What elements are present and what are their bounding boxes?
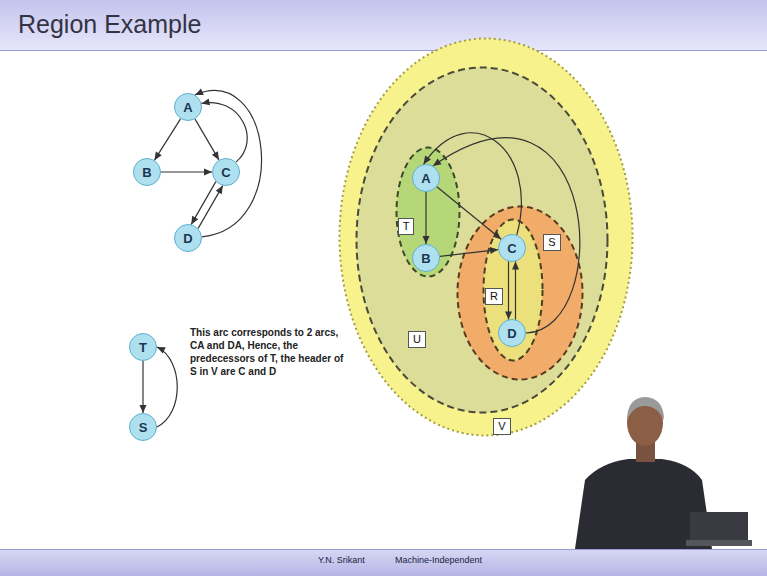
graph-node-circle: D — [174, 224, 202, 252]
graph-node-circle: T — [129, 333, 157, 361]
edge-connector — [198, 186, 223, 229]
edge-connector — [195, 89, 262, 237]
node-label: D — [183, 231, 192, 246]
edge-connector — [202, 98, 248, 162]
node-label: C — [507, 241, 516, 256]
region-tag: T — [398, 218, 415, 235]
arrowhead — [154, 152, 161, 161]
straight-line — [198, 186, 223, 229]
straight-line — [142, 361, 143, 413]
arrowhead — [202, 98, 211, 105]
graph-node-circle: B — [133, 158, 161, 186]
graph-node-circle: C — [498, 234, 526, 262]
region-shape — [458, 207, 583, 380]
graph-node-circle: A — [412, 164, 440, 192]
region-tag-holder: T — [398, 216, 415, 235]
region-tag: R — [485, 288, 503, 305]
graph-node-circle: C — [212, 158, 240, 186]
straight-line — [161, 171, 212, 172]
edge-connector — [157, 347, 177, 427]
region-tag-holder: U — [408, 329, 426, 348]
footer-author: Y.N. Srikant — [318, 555, 365, 565]
arrowhead — [204, 169, 212, 176]
region-tag-holder: R — [485, 286, 503, 305]
graph-node-circle: A — [174, 93, 202, 121]
region-shape — [340, 39, 633, 436]
arrowhead — [216, 186, 223, 195]
annotation-note: This arc corresponds to 2 arcs, CA and D… — [190, 326, 352, 378]
edge-connector — [140, 361, 147, 413]
arc-line — [202, 103, 248, 163]
region-tag-holder: V — [493, 416, 510, 435]
arc-line — [157, 347, 177, 427]
footer-bar — [0, 549, 767, 576]
node-label: A — [183, 100, 192, 115]
arc-line — [195, 91, 262, 237]
region-tag: V — [493, 418, 510, 435]
node-label: D — [507, 326, 516, 341]
graph-node-circle: S — [129, 413, 157, 441]
node-label: S — [139, 420, 148, 435]
arrowhead — [140, 405, 147, 413]
region-shape — [484, 220, 543, 361]
node-label: B — [421, 251, 430, 266]
edge-connector — [154, 119, 180, 160]
straight-line — [191, 182, 216, 225]
node-label: A — [421, 171, 430, 186]
straight-line — [195, 119, 219, 160]
straight-line — [154, 119, 180, 160]
arrowhead — [157, 347, 166, 354]
arrowhead — [212, 151, 219, 160]
graph-node-circle: D — [498, 319, 526, 347]
edge-connector — [161, 169, 212, 176]
slide-title: Region Example — [18, 10, 201, 39]
region-ellipse: R C D — [482, 218, 544, 362]
region-ellipse: T A B — [395, 146, 461, 278]
edge-connector — [191, 182, 216, 225]
node-label: T — [139, 340, 147, 355]
region-tag-holder: S — [543, 232, 560, 251]
arrowhead — [191, 216, 198, 225]
edge-connector — [195, 119, 219, 160]
region-ellipse: S R C D — [456, 205, 584, 381]
region-tag: U — [408, 331, 426, 348]
arrowhead — [195, 89, 204, 95]
node-label: B — [142, 165, 151, 180]
region-ellipse: U T A B S R C D — [355, 66, 609, 414]
presenter-figure — [575, 397, 752, 549]
graph-node-circle: B — [412, 244, 440, 272]
footer-course: Machine-Independent — [395, 555, 482, 565]
region-tag: S — [543, 234, 560, 251]
region-shape — [397, 148, 460, 277]
node-label: C — [221, 165, 230, 180]
region-shape — [357, 68, 608, 413]
region-ellipse: V U T A B S R C D — [338, 37, 634, 437]
